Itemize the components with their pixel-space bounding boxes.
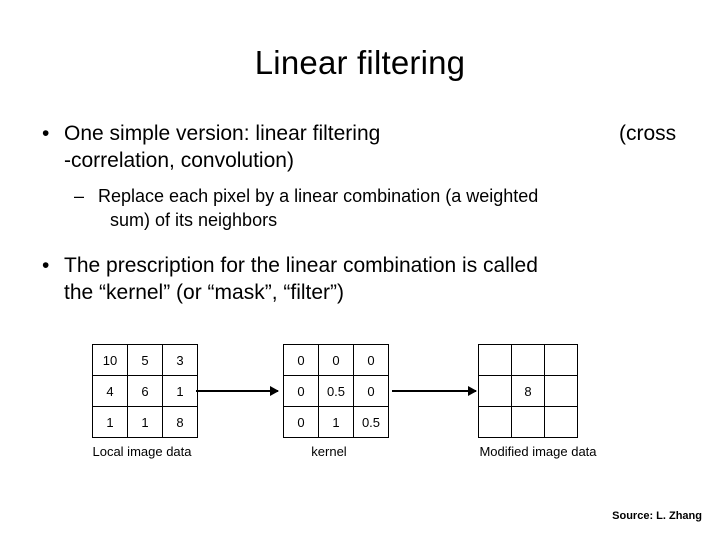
body-content: • One simple version: linear filtering (… [34,120,694,308]
cell: 4 [92,375,128,407]
table-row: 1 1 8 [92,406,198,438]
bullet-dot-icon: • [42,254,50,277]
cell: 1 [162,375,198,407]
cell: 0.5 [318,375,354,407]
source-credit: Source: L. Zhang [612,510,702,522]
arrow-right-icon [392,386,477,396]
cell: 5 [127,344,163,376]
local-image-caption: Local image data [92,444,192,459]
table-row: 4 6 1 [92,375,198,407]
cell: 0.5 [353,406,389,438]
bullet-2-line-1: The prescription for the linear combinat… [64,254,538,277]
local-image-grid: 10 5 3 4 6 1 1 1 8 [92,344,198,438]
table-row: 0 0.5 0 [283,375,389,407]
cell: 1 [318,406,354,438]
cell: 0 [353,344,389,376]
sub-bullet-item-1: – Replace each pixel by a linear combina… [34,184,694,232]
cell: 0 [283,406,319,438]
bullet-dot-icon: • [42,122,50,145]
sub-bullet-1-line-2: sum) of its neighbors [110,210,278,230]
page-title: Linear filtering [254,44,466,81]
arrow-right-icon [196,386,279,396]
table-row: 0 1 0.5 [283,406,389,438]
cell [511,344,545,376]
bullet-1-cross-text: (cross [619,122,677,145]
sub-bullet-dash-icon: – [74,186,85,206]
cell [544,344,578,376]
cell: 1 [92,406,128,438]
cell: 6 [127,375,163,407]
kernel-grid: 0 0 0 0 0.5 0 0 1 0.5 [283,344,389,438]
cell: 0 [283,344,319,376]
modified-image-grid: 8 [478,344,578,438]
cell: 8 [162,406,198,438]
table-row: 10 5 3 [92,344,198,376]
table-row: 8 [478,375,578,407]
kernel-caption: kernel [311,444,347,459]
bullet-1-line-2: -correlation, convolution) [64,149,294,172]
bullet-item-2: • The prescription for the linear combin… [34,252,694,306]
cell: 0 [318,344,354,376]
spacer [34,234,694,252]
modified-image-caption: Modified image data [479,444,597,459]
table-row [478,406,578,438]
cell [478,406,512,438]
cell: 0 [353,375,389,407]
cell [544,375,578,407]
sub-bullet-1-line-1: Replace each pixel by a linear combinati… [98,186,539,206]
cell: 1 [127,406,163,438]
cell [511,406,545,438]
cell [478,375,512,407]
table-row [478,344,578,376]
bullet-item-1: • One simple version: linear filtering (… [34,120,694,174]
cell [478,344,512,376]
table-row: 0 0 0 [283,344,389,376]
bullet-2-line-2: the “kernel” (or “mask”, “filter”) [64,281,345,304]
filtering-diagram: 10 5 3 4 6 1 1 1 8 0 0 0 0 [0,344,720,484]
cell: 8 [511,375,545,407]
bullet-1-line-1: One simple version: linear filtering [64,122,381,145]
cell [544,406,578,438]
cell: 0 [283,375,319,407]
cell: 10 [92,344,128,376]
cell: 3 [162,344,198,376]
